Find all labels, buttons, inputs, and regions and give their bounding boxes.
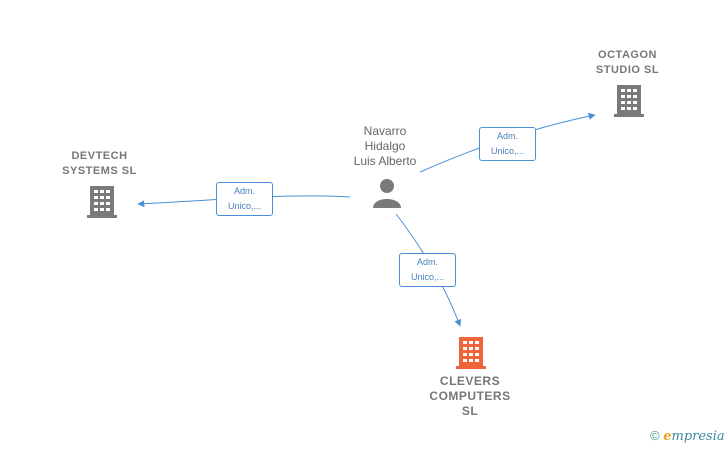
edge-role-box-clevers[interactable]: Adm. Unico,...: [399, 253, 456, 287]
person-icon[interactable]: [373, 179, 401, 208]
brand-logo: empresia: [663, 429, 725, 444]
copyright-icon: ©: [650, 428, 660, 443]
company-label-octagon[interactable]: OCTAGON STUDIO SL: [595, 49, 660, 76]
company-label-devtech[interactable]: DEVTECH SYSTEMS SL: [62, 150, 137, 177]
building-icon[interactable]: [456, 337, 486, 369]
company-label-clevers[interactable]: CLEVERS COMPUTERS SL: [429, 374, 511, 418]
person-label[interactable]: Navarro Hidalgo Luis Alberto: [353, 124, 417, 168]
edge-role-box-devtech[interactable]: Adm. Unico,...: [216, 182, 273, 216]
edge-role-box-octagon[interactable]: Adm. Unico,...: [479, 127, 536, 161]
building-icon[interactable]: [87, 186, 117, 218]
watermark: © empresia: [650, 428, 725, 444]
building-icon[interactable]: [614, 85, 644, 117]
